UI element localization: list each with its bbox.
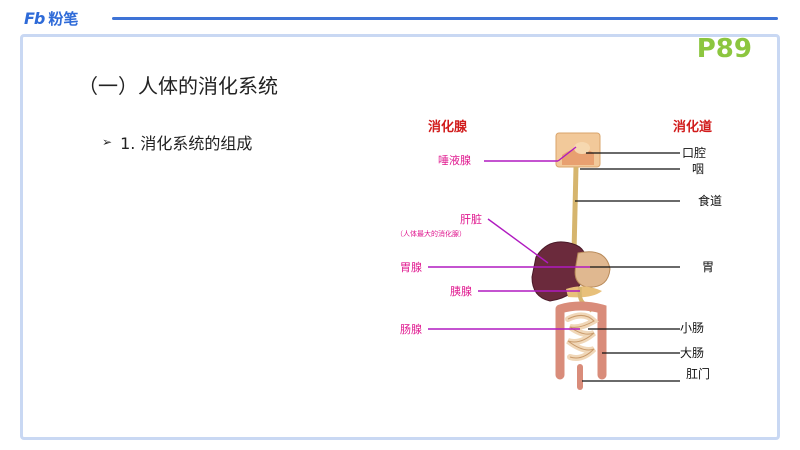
digestive-system-diagram: 消化腺 消化道 口腔 咽 食道 胃 小肠 — [396, 119, 722, 390]
label-mouth: 口腔 — [682, 145, 706, 160]
label-gastric-gland: 胃腺 — [400, 260, 422, 274]
label-liver-note: （人体最大的消化腺） — [396, 229, 466, 238]
anatomy-illustration — [531, 132, 611, 390]
brand-name: 粉笔 — [48, 9, 79, 28]
label-small-intestine: 小肠 — [680, 321, 704, 335]
bullet-text: 1. 消化系统的组成 — [120, 134, 253, 153]
bullet-arrow-icon: ➢ — [102, 135, 113, 149]
gland-labels: 唾液腺 肝脏 （人体最大的消化腺） 胃腺 胰腺 肠腺 — [396, 146, 590, 336]
tract-labels: 口腔 咽 食道 胃 小肠 大肠 肛门 — [575, 145, 722, 382]
diagram-right-header: 消化道 — [673, 119, 712, 135]
label-intestinal-gland: 肠腺 — [400, 322, 422, 336]
slide-frame — [20, 34, 780, 440]
label-pharynx: 咽 — [692, 162, 704, 176]
label-anus: 肛门 — [686, 366, 710, 381]
liver-pointer-line — [487, 218, 549, 264]
label-stomach: 胃 — [702, 260, 714, 274]
page-number: P89 — [696, 34, 752, 64]
label-large-intestine: 大肠 — [680, 346, 704, 360]
top-divider — [112, 17, 778, 20]
bullet-item: ➢ 1. 消化系统的组成 — [102, 130, 252, 154]
salivary-pointer-branch — [557, 146, 577, 162]
section-heading: （一）人体的消化系统 — [78, 74, 278, 98]
label-salivary-gland: 唾液腺 — [438, 153, 471, 167]
brand-logo-icon: Fb — [24, 8, 45, 28]
label-esophagus: 食道 — [698, 193, 722, 208]
brand: Fb 粉笔 — [24, 8, 78, 28]
label-liver: 肝脏 — [460, 213, 482, 226]
label-pancreas: 胰腺 — [450, 284, 472, 298]
diagram-left-header: 消化腺 — [428, 119, 468, 135]
